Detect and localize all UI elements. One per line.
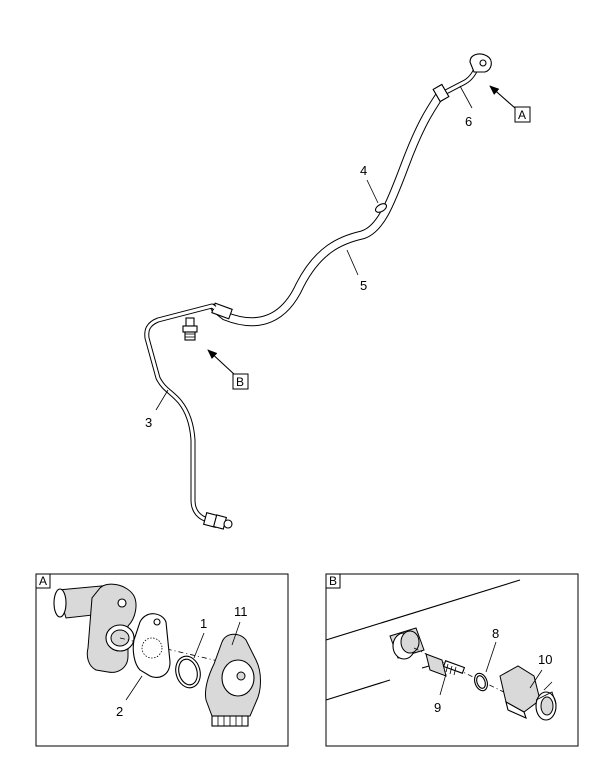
detail-view-b: B bbox=[325, 573, 579, 747]
detail-b-tag bbox=[325, 573, 341, 589]
leader-4 bbox=[366, 179, 379, 204]
callout-9: 9 bbox=[434, 700, 441, 715]
callout-2: 2 bbox=[116, 704, 123, 719]
view-b-box bbox=[232, 373, 249, 390]
callout-11: 11 bbox=[234, 604, 248, 619]
detail-a-tag bbox=[35, 573, 51, 589]
hose-assembly bbox=[144, 53, 492, 530]
callout-4: 4 bbox=[360, 163, 367, 178]
leader-5 bbox=[346, 249, 359, 276]
callout-10: 10 bbox=[538, 652, 552, 667]
callout-1: 1 bbox=[200, 616, 207, 631]
callout-6: 6 bbox=[465, 114, 472, 129]
view-b-label: B bbox=[236, 375, 244, 389]
leader-3 bbox=[155, 389, 169, 411]
detail-a-label: A bbox=[39, 574, 47, 588]
detail-b-label: B bbox=[329, 574, 337, 588]
view-a-box bbox=[514, 106, 531, 123]
callout-3: 3 bbox=[145, 415, 152, 430]
detail-view-a: A bbox=[35, 573, 289, 747]
leader-6 bbox=[459, 85, 473, 109]
view-a-arrow bbox=[489, 85, 516, 109]
callout-8: 8 bbox=[492, 626, 499, 641]
view-a-label: A bbox=[518, 108, 526, 122]
detail-b-frame bbox=[325, 573, 579, 747]
callout-5: 5 bbox=[360, 278, 367, 293]
view-b-arrow bbox=[207, 349, 236, 376]
